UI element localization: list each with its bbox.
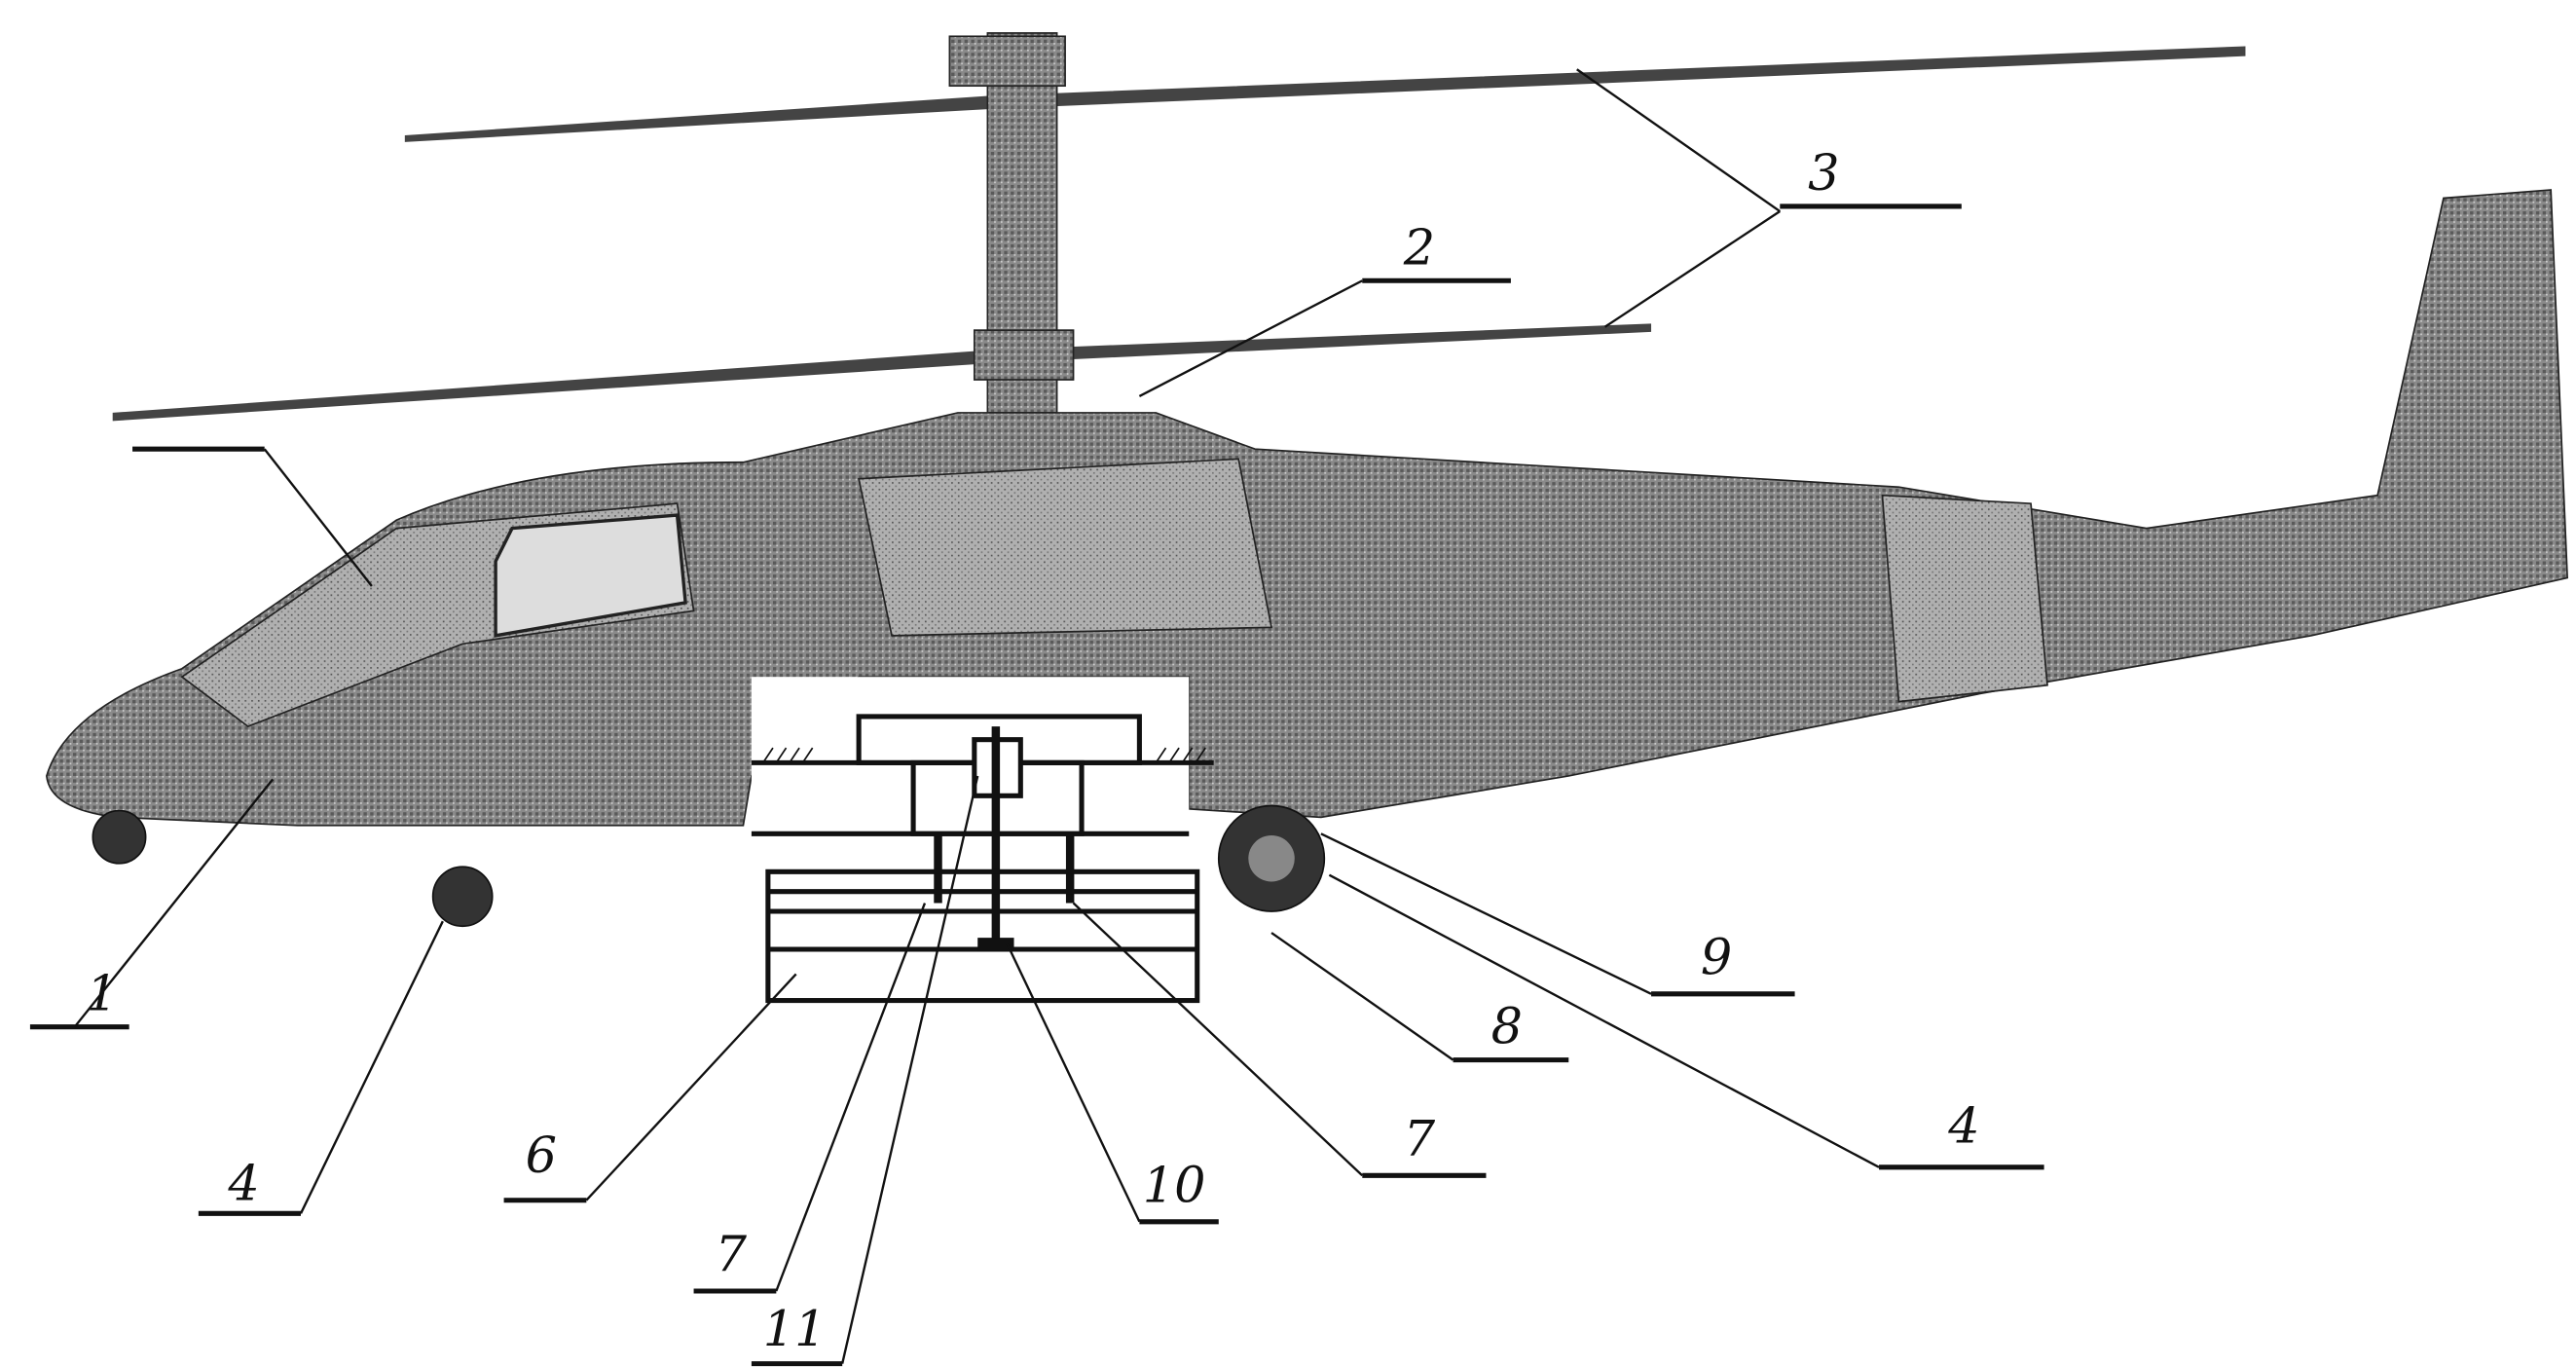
callout-11: 11: [751, 775, 979, 1367]
callout-label: 6: [526, 1127, 557, 1184]
engine-nacelle: [858, 458, 1273, 637]
fuselage: [46, 189, 2569, 827]
front-wheel: [431, 866, 494, 928]
callout-8: 8: [1270, 932, 1569, 1063]
callout-9: 9: [1320, 832, 1795, 997]
hatching: [762, 747, 1206, 763]
rotor-hub-top: [948, 35, 1066, 88]
upper-rotor-blade: [404, 46, 2246, 142]
callout-label: 9: [1701, 928, 1732, 985]
callout-2: 2: [1138, 218, 1511, 398]
test-stand: [751, 677, 1214, 1004]
callout-label: 7: [1404, 1110, 1436, 1167]
callouts: 1 2 3 4 4 6 7 7: [29, 68, 2044, 1367]
callout-label: 7: [716, 1226, 748, 1283]
lower-rotor-blade: [112, 323, 1652, 422]
base-block: [765, 868, 1200, 1004]
callout-1: 1: [29, 778, 275, 1030]
callout-label: 4: [1947, 1096, 1979, 1154]
callout-label: 4: [227, 1155, 259, 1212]
tail-boom-pod: [1881, 494, 2048, 703]
main-wheel-hub: [1248, 835, 1295, 882]
callout-label: 11: [763, 1300, 827, 1357]
rotor-system: [112, 32, 2246, 422]
callout-6: 6: [503, 973, 797, 1203]
callout-label: 2: [1403, 218, 1435, 276]
white-cutout: [751, 677, 1190, 826]
callout-label: 1: [87, 965, 118, 1022]
helicopter-body: [46, 189, 2569, 928]
callout-7-left: 7: [693, 903, 927, 1294]
callout-7-right: 7: [1072, 902, 1487, 1178]
callout-4-left: 4: [198, 920, 444, 1216]
rotor-hub-lower: [973, 329, 1075, 381]
nose-wheel: [92, 809, 147, 865]
callout-label: 8: [1491, 998, 1523, 1055]
cockpit-window: [494, 513, 687, 638]
callout-3: 3: [1576, 68, 1962, 328]
callout-10: 10: [1006, 943, 1219, 1225]
callout-label: 10: [1143, 1156, 1206, 1213]
rod-foot: [977, 938, 1014, 951]
callout-label: 3: [1808, 144, 1839, 202]
callout-4-right: 4: [1328, 873, 2044, 1170]
